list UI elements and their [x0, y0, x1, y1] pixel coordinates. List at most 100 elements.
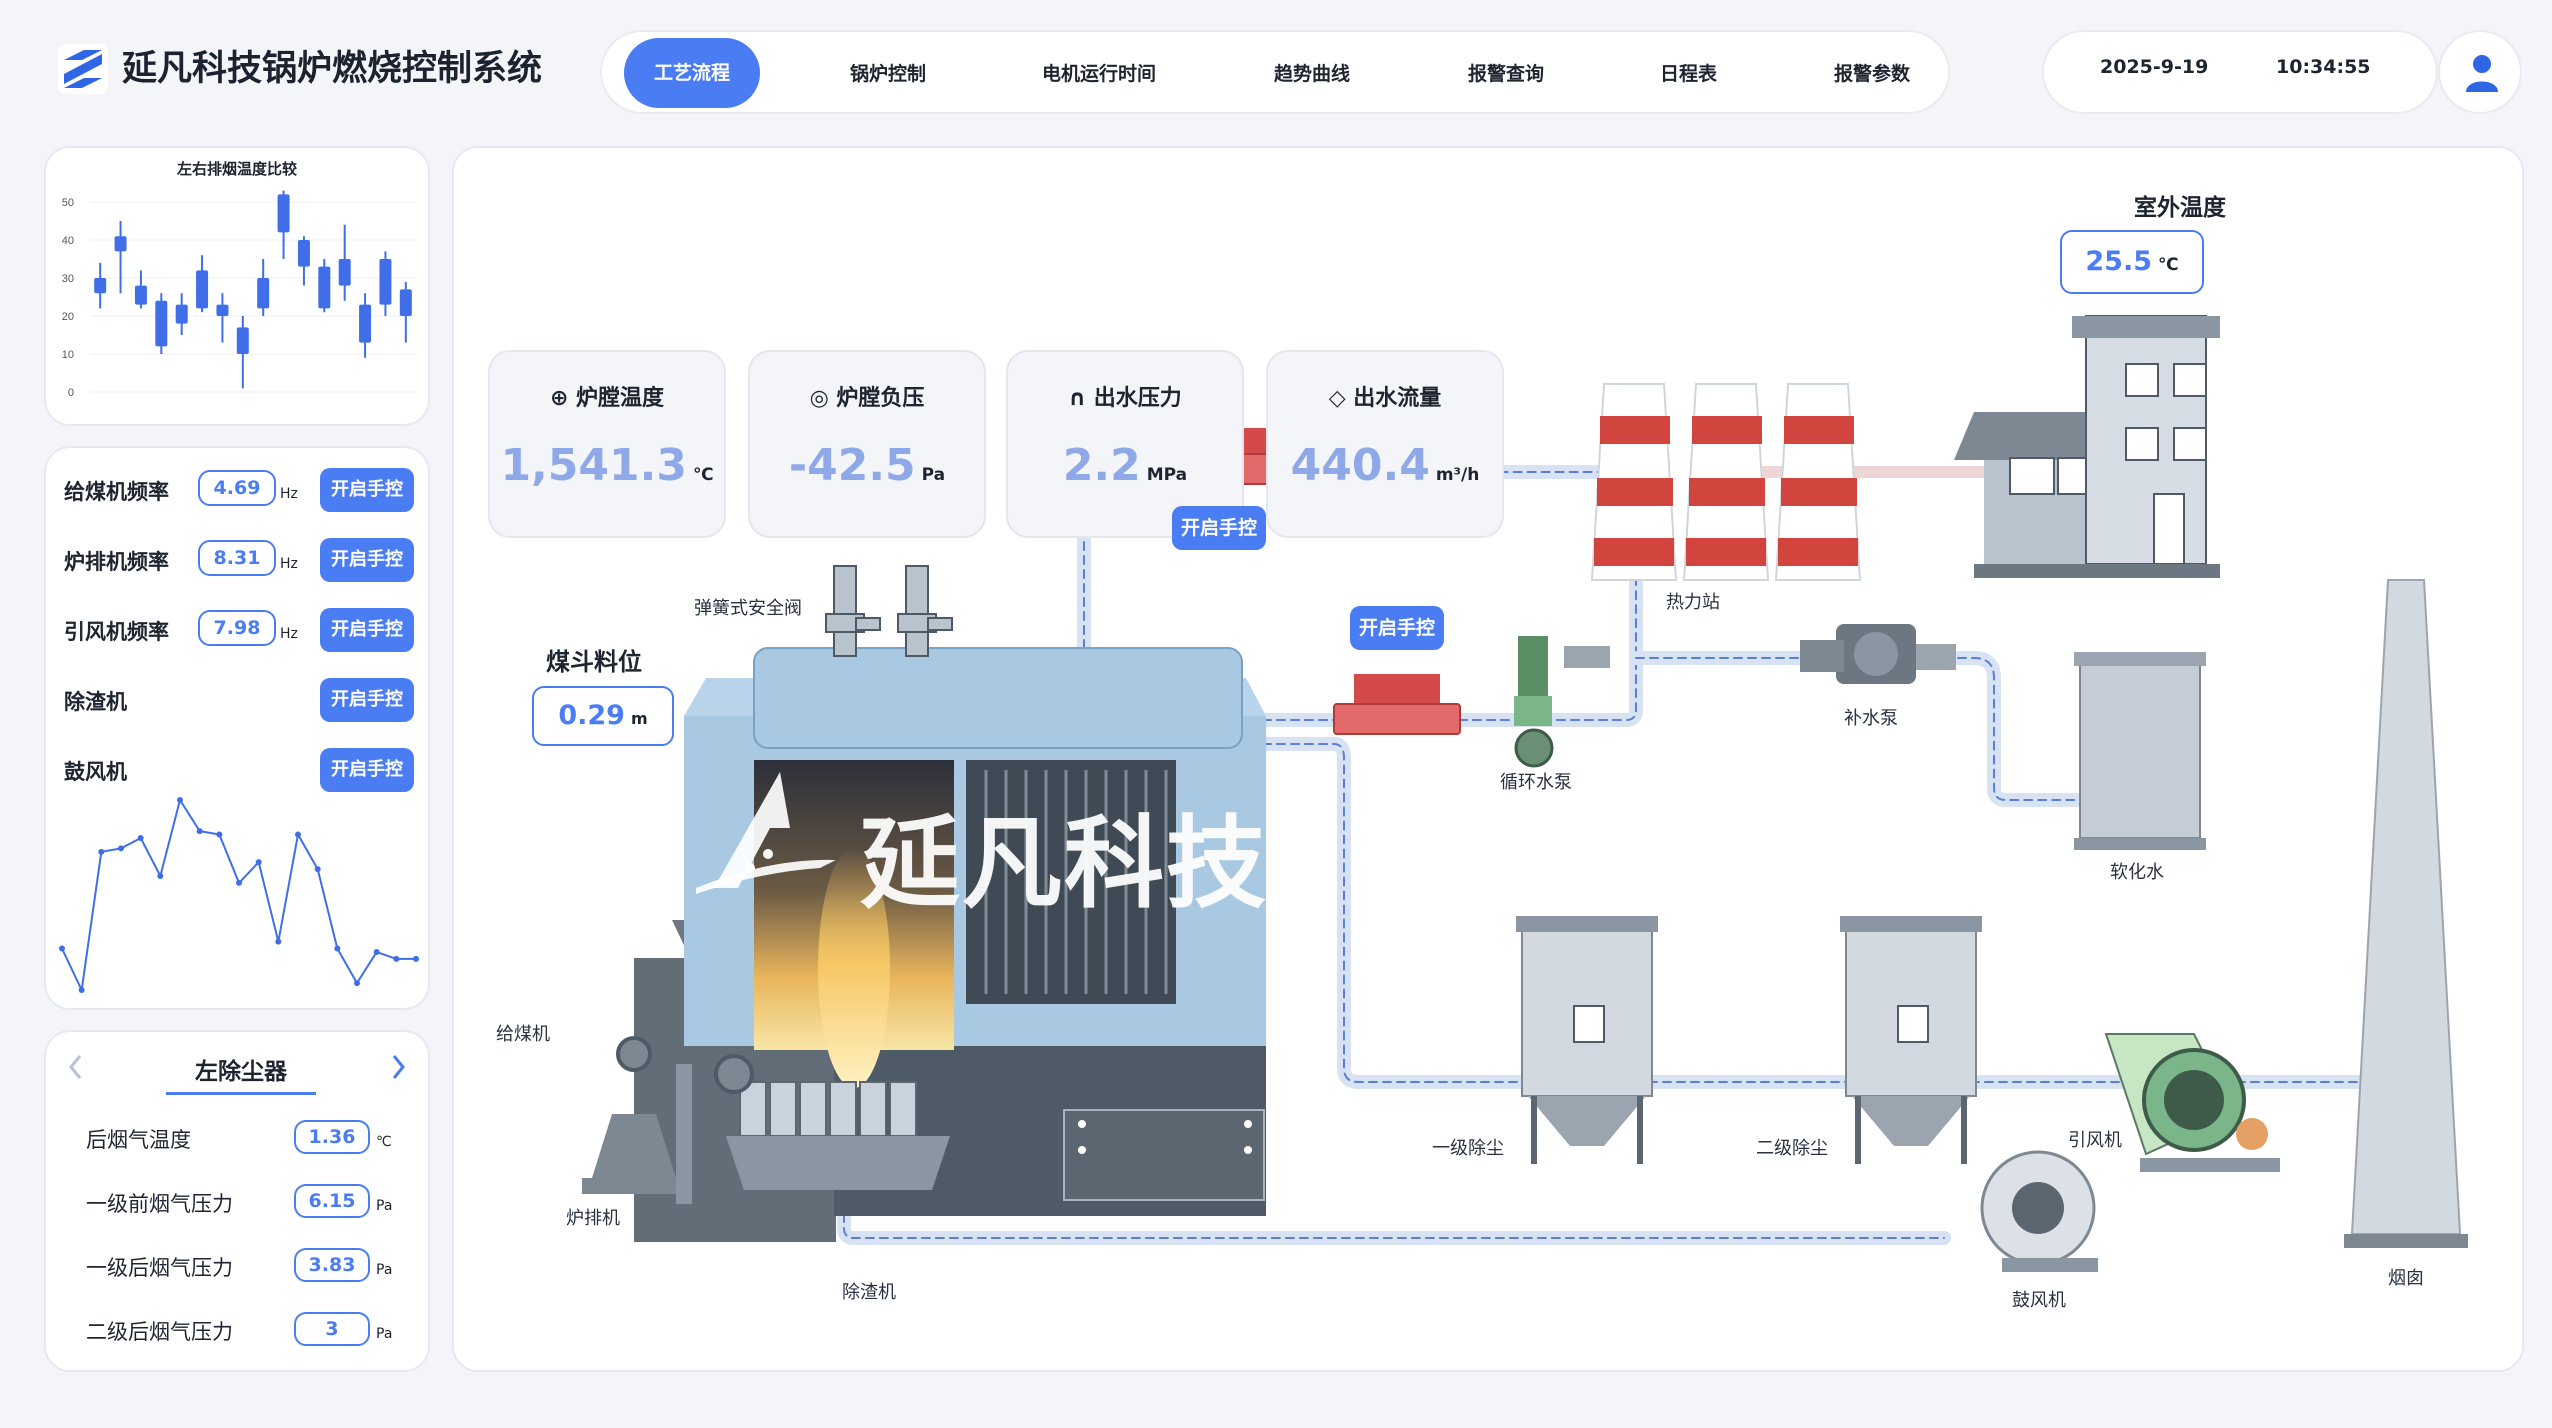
stage2-post-pressure-value: 3 — [294, 1312, 370, 1346]
tab-boiler-control[interactable]: 锅炉控制 — [850, 63, 927, 85]
app-title: 延凡科技锅炉燃烧控制系统 — [122, 49, 543, 89]
grate-freq-value: 8.31 — [198, 540, 276, 576]
grate-freq-label: 炉排机频率 — [64, 550, 169, 574]
candle-body — [196, 270, 209, 309]
kpi-furnace-pressure-title: 炉膛负压 — [836, 386, 925, 411]
thermometer-icon: ⊕ — [549, 386, 577, 411]
kpi-furnace-pressure-unit: Pa — [921, 465, 946, 485]
trend-point — [216, 831, 223, 838]
candle-ytick-label: 50 — [62, 197, 74, 209]
makeup-pump-label: 补水泵 — [1844, 708, 1898, 729]
gauge-icon: ◎ — [809, 386, 837, 411]
stage2-post-pressure-label: 二级后烟气压力 — [86, 1320, 233, 1344]
kpi-furnace-temp-value: 1,541.3 — [500, 440, 687, 491]
trend-point — [196, 828, 203, 835]
kpi-furnace-temp-title: 炉膛温度 — [576, 386, 665, 411]
coal-level-unit: m — [630, 709, 648, 728]
candle-chart-title: 左右排烟温度比较 — [176, 160, 297, 178]
candle-body — [134, 285, 147, 305]
circulation-pump — [1514, 636, 1610, 768]
trend-point — [334, 945, 341, 952]
induced-fan-freq-label: 引风机频率 — [64, 620, 169, 644]
kpi-outlet-flow-value: 440.4 — [1290, 440, 1430, 491]
candle-body — [175, 304, 188, 324]
candle-ytick-label: 10 — [62, 349, 74, 361]
candle-body — [399, 289, 412, 316]
trend-point — [373, 949, 380, 955]
trend-point — [177, 797, 183, 803]
valve1-manual-button[interactable]: 开启手控 — [1172, 506, 1266, 550]
tab-schedule[interactable]: 日程表 — [1660, 63, 1718, 85]
process-diagram — [582, 315, 2468, 1272]
trend-point — [236, 879, 242, 886]
coal-feeder-label: 给煤机 — [496, 1024, 550, 1045]
trend-point — [314, 866, 321, 873]
induced-fan — [2104, 1033, 2280, 1172]
trend-point — [98, 848, 105, 855]
candle-body — [155, 300, 168, 347]
valve2-manual-button[interactable]: 开启手控 — [1350, 606, 1444, 650]
pressure-icon: ∩ — [1068, 386, 1094, 411]
trend-point — [393, 955, 400, 962]
kpi-outlet-pressure-value: 2.2 — [1062, 440, 1141, 491]
slag-remover-label: 除渣机 — [64, 690, 127, 714]
dust-collector-1 — [1516, 916, 1658, 1164]
tab-process-flow[interactable]: 工艺流程 — [624, 38, 760, 108]
tab-alarm-query[interactable]: 报警查询 — [1468, 63, 1545, 85]
coal-feeder-manual-button[interactable]: 开启手控 — [320, 468, 414, 512]
chevron-right-icon[interactable] — [390, 1054, 406, 1080]
watermark-text: 延凡科技 — [860, 805, 1268, 922]
candle-body — [297, 240, 310, 267]
outdoor-temp-title: 室外温度 — [2134, 195, 2226, 221]
blower-manual-button[interactable]: 开启手控 — [320, 748, 414, 792]
candle-ytick-label: 0 — [68, 387, 74, 399]
tab-alarm-params[interactable]: 报警参数 — [1834, 63, 1911, 85]
trend-point — [59, 945, 65, 952]
chevron-left-icon[interactable] — [68, 1054, 84, 1080]
candle-body — [379, 259, 392, 305]
flue-temp-unit: ℃ — [376, 1134, 392, 1150]
candle-body — [94, 278, 107, 294]
blower-scene-label: 鼓风机 — [2012, 1290, 2066, 1311]
outdoor-temp-unit: ℃ — [2158, 255, 2179, 275]
kpi-outlet-pressure-unit: MPa — [1146, 465, 1188, 485]
boiler-unit — [582, 647, 1266, 1242]
candle-ytick-label: 30 — [62, 273, 74, 285]
user-avatar[interactable] — [2438, 30, 2522, 114]
trend-point — [78, 987, 85, 993]
coal-feeder-freq-value: 4.69 — [198, 470, 276, 506]
stage1-post-pressure-unit: Pa — [376, 1262, 393, 1278]
stage1-pre-pressure-unit: Pa — [376, 1198, 393, 1214]
time-text: 10:34:55 — [2276, 56, 2371, 78]
user-icon — [2466, 55, 2498, 92]
grate-manual-button[interactable]: 开启手控 — [320, 538, 414, 582]
stage1-pre-pressure-value: 6.15 — [294, 1184, 370, 1218]
induced-fan-manual-button[interactable]: 开启手控 — [320, 608, 414, 652]
slag-remover-manual-button[interactable]: 开启手控 — [320, 678, 414, 722]
kpi-outlet-pressure-title: 出水压力 — [1093, 386, 1182, 411]
tab-motor-runtime[interactable]: 电机运行时间 — [1042, 63, 1157, 85]
frequency-panel: 给煤机频率 4.69 Hz 开启手控 炉排机频率 8.31 Hz 开启手控 引风… — [44, 446, 430, 1010]
stage1-pre-pressure-label: 一级前烟气压力 — [86, 1192, 233, 1216]
flue-temp-label: 后烟气温度 — [86, 1128, 191, 1152]
dust-collector-title: 左除尘器 — [166, 1052, 316, 1095]
candle-ytick-label: 20 — [62, 311, 74, 323]
soft-water-tank — [2074, 652, 2206, 850]
tab-trend-curve[interactable]: 趋势曲线 — [1274, 63, 1351, 85]
makeup-pump — [1800, 624, 1956, 684]
chimney-label: 烟囱 — [2388, 1268, 2424, 1289]
trend-point — [413, 955, 419, 962]
candle-body — [236, 327, 249, 354]
trend-point — [275, 938, 282, 945]
stage1-post-pressure-value: 3.83 — [294, 1248, 370, 1282]
brand-logo-icon — [58, 44, 108, 94]
candle-body — [114, 236, 127, 252]
trend-point — [255, 859, 262, 866]
main-nav: 工艺流程 锅炉控制 电机运行时间 趋势曲线 报警查询 日程表 报警参数 — [600, 30, 1950, 114]
soft-water-label: 软化水 — [2110, 862, 2164, 883]
